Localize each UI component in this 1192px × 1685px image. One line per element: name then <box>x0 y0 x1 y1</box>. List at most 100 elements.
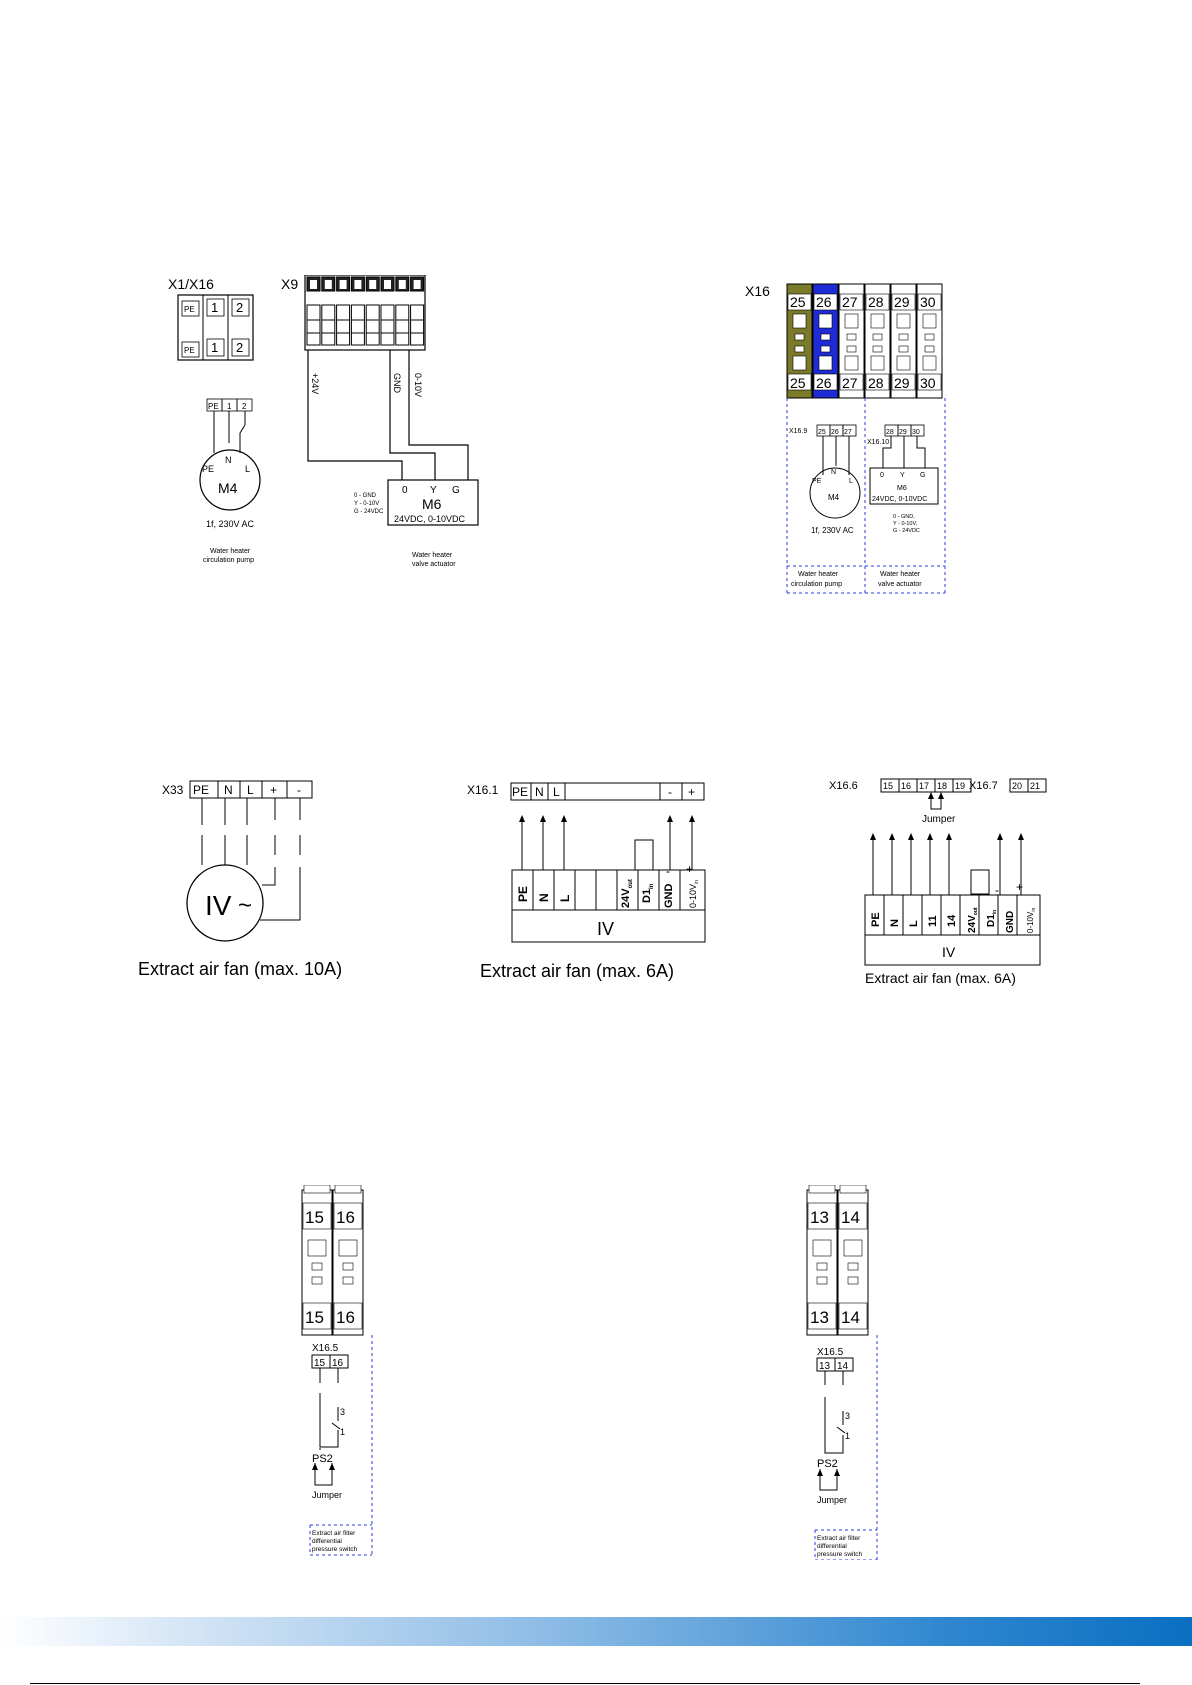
d6-caption-2: differential <box>312 1538 342 1545</box>
m6-t0: 0 <box>402 485 408 496</box>
footer-gradient-bar <box>0 1617 1192 1646</box>
svg-text:D1in: D1in <box>641 883 655 903</box>
d6-caption-1: Extract air filter <box>312 1530 356 1537</box>
x166-arrow-14 <box>946 833 952 895</box>
x167-term-20: 20 <box>1012 781 1022 791</box>
svg-text:13: 13 <box>810 1208 829 1227</box>
d6-jumper: Jumper <box>312 1490 342 1500</box>
d7-jumper: Jumper <box>817 1495 847 1505</box>
m4-motor-symbol-x16 <box>809 467 861 519</box>
x9-plus24v: +24V <box>310 373 320 394</box>
d5-11-rot: 11 <box>927 915 939 927</box>
x169-label: X16.9 <box>789 428 807 435</box>
m6-rating: 24VDC, 0-10VDC <box>394 514 466 524</box>
x16-label-top-28: 28 <box>868 294 884 310</box>
d7-x165: X16.5 <box>817 1347 844 1358</box>
m4-power: 1f, 230V AC <box>206 519 255 529</box>
m4-hdr-2: 2 <box>242 402 247 411</box>
x16-label-top-30: 30 <box>920 294 936 310</box>
svg-text:15: 15 <box>305 1208 324 1227</box>
d5-pe-rot: PE <box>870 912 882 927</box>
d5-d1-sub: in <box>992 910 998 914</box>
x161-d1-sub: in <box>649 883 655 889</box>
m6-legend-y-x16: Y - 0-10V, <box>893 521 918 527</box>
x1-t1-bottom: 1 <box>211 340 218 355</box>
d6-x165: X16.5 <box>312 1343 339 1354</box>
x161-minus: - <box>668 785 672 799</box>
pump-caption-2-x16: circulation pump <box>791 581 842 588</box>
x169-26: 26 <box>831 429 839 436</box>
d7-jumper-arrow-right <box>834 1469 840 1480</box>
jumper-arrow-18 <box>928 792 934 809</box>
x161-gnd-minus: - <box>666 864 670 878</box>
d7-caption-1: Extract air filter <box>817 1535 861 1542</box>
m6-legend-g-x16: G - 24VDC <box>893 528 920 534</box>
extract-fan-x33-diagram: X33 PE N L + - IV ~ Extract air fan (max… <box>138 780 342 979</box>
m6-legend-0: 0 - GND <box>354 493 377 499</box>
m6-actuator-box <box>387 479 479 526</box>
x166-arrow-11 <box>927 833 933 895</box>
svg-text:0-10Vin: 0-10Vin <box>1026 908 1037 933</box>
iv-terminal-strip <box>511 869 706 911</box>
fan-caption-6a-x161: Extract air fan (max. 6A) <box>480 961 674 981</box>
m6-tg: G <box>452 485 460 496</box>
x161-l-rot: L <box>558 895 572 902</box>
svg-text:0-10Vin: 0-10Vin <box>688 880 700 908</box>
valve-caption-2: valve actuator <box>412 561 456 568</box>
x1610-label: X16.10 <box>867 439 889 446</box>
x1-pe-top: PE <box>184 305 195 314</box>
fan-caption-6a-d5: Extract air fan (max. 6A) <box>865 970 1016 986</box>
d6-pin3: 3 <box>340 1407 345 1417</box>
x166-plus: + <box>1016 880 1023 894</box>
d5-010v-rot: 0-10V <box>1026 911 1035 933</box>
m6-rating-x16: 24VDC, 0-10VDC <box>872 496 927 503</box>
m6-t0-x16: 0 <box>880 472 884 479</box>
d5-010v-sub: in <box>1031 908 1037 912</box>
m4-power-x16: 1f, 230V AC <box>811 526 854 535</box>
x9-label: X9 <box>281 276 298 292</box>
x9-gnd: GND <box>392 373 402 394</box>
extract-fan-x161-diagram: X16.1 PE N L - + - + PE N L 24Vout D1in … <box>467 782 706 981</box>
d7-caption-2: differential <box>817 1543 847 1550</box>
x1x16-label: X1/X16 <box>168 276 214 292</box>
x16-label-top-25: 25 <box>790 294 806 310</box>
d7block-terminal-14: 14 14 <box>837 1185 869 1336</box>
d6-t15: 15 <box>314 1358 326 1369</box>
water-heater-wiring-diagram: X1/X16 PE PE 1 1 2 2 PE 1 2 PE N L M4 1f… <box>168 275 479 568</box>
x161-arrow-pe <box>519 815 525 870</box>
ac-tilde: ~ <box>238 892 252 919</box>
iv-label-x33: IV <box>205 890 232 921</box>
x1-t2-top: 2 <box>236 300 243 315</box>
valve-caption-2-x16: valve actuator <box>878 581 922 588</box>
m4-motor-symbol <box>199 449 261 511</box>
m4-l-x16: L <box>849 478 853 485</box>
m6-actuator-box-x16 <box>869 467 939 505</box>
m4-name: M4 <box>218 480 238 496</box>
m6-legend-0-x16: 0 - GND, <box>893 514 915 520</box>
d6-jumper-arrow-left <box>312 1463 318 1475</box>
d6-t16: 16 <box>332 1358 344 1369</box>
x166-term-18: 18 <box>937 781 947 791</box>
pump-caption-1: Water heater <box>210 548 251 555</box>
iv-label-d5: IV <box>942 944 956 960</box>
m6-ty: Y <box>430 485 437 496</box>
m6-name-x16: M6 <box>897 485 907 492</box>
x161-010v-rot: 0-10V <box>688 884 698 908</box>
m6-tg-x16: G <box>920 472 925 479</box>
x1-t1-top: 1 <box>211 300 218 315</box>
d7-pin1: 1 <box>845 1431 850 1441</box>
x1610-28: 28 <box>886 429 894 436</box>
svg-text:14: 14 <box>841 1208 860 1227</box>
x161-label: X16.1 <box>467 783 499 797</box>
m4-l: L <box>245 464 250 474</box>
svg-text:14: 14 <box>841 1308 860 1327</box>
pump-caption-1-x16: Water heater <box>798 571 839 578</box>
m4-pe: PE <box>202 464 214 474</box>
